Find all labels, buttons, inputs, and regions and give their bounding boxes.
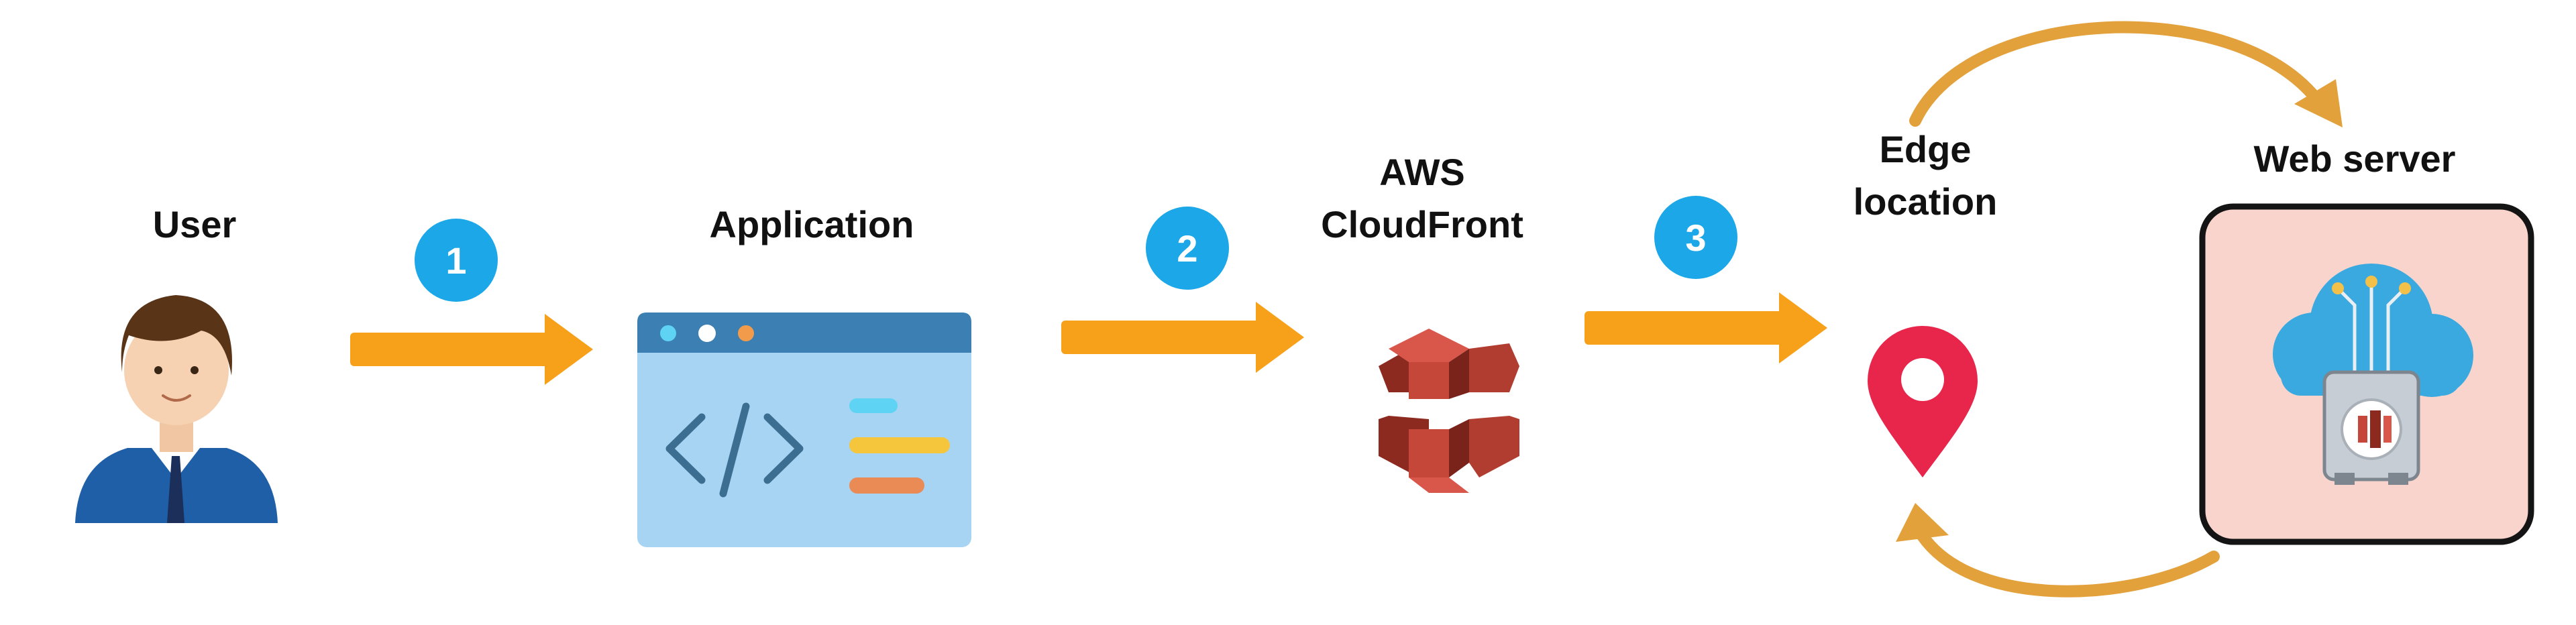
cloudfront-label-line2: CloudFront [1321, 203, 1523, 245]
edge-label-line1: Edge [1879, 128, 1972, 170]
step-badge-1: 1 [415, 219, 498, 302]
user-avatar-icon [75, 295, 278, 523]
user-label: User [152, 203, 237, 245]
arrow-application-to-cloudfront [1061, 302, 1304, 373]
curved-arrow-edge-to-server [1909, 21, 2343, 127]
edge-label-line2: location [1853, 180, 1998, 223]
step-badge-2: 2 [1146, 207, 1229, 290]
webserver-label: Web server [2253, 137, 2456, 180]
application-window-icon [637, 312, 971, 547]
arrow-user-to-application [350, 314, 593, 385]
step-badge-3: 3 [1654, 196, 1737, 279]
curved-arrow-server-to-edge [1896, 503, 2220, 598]
arrow-cloudfront-to-edge [1585, 292, 1827, 363]
cloudfront-label-line1: AWS [1379, 151, 1465, 193]
cloud-server-icon [2273, 264, 2473, 485]
application-label: Application [709, 203, 914, 245]
location-pin-icon [1868, 326, 1978, 477]
cloudfront-logo-icon [1379, 329, 1519, 493]
